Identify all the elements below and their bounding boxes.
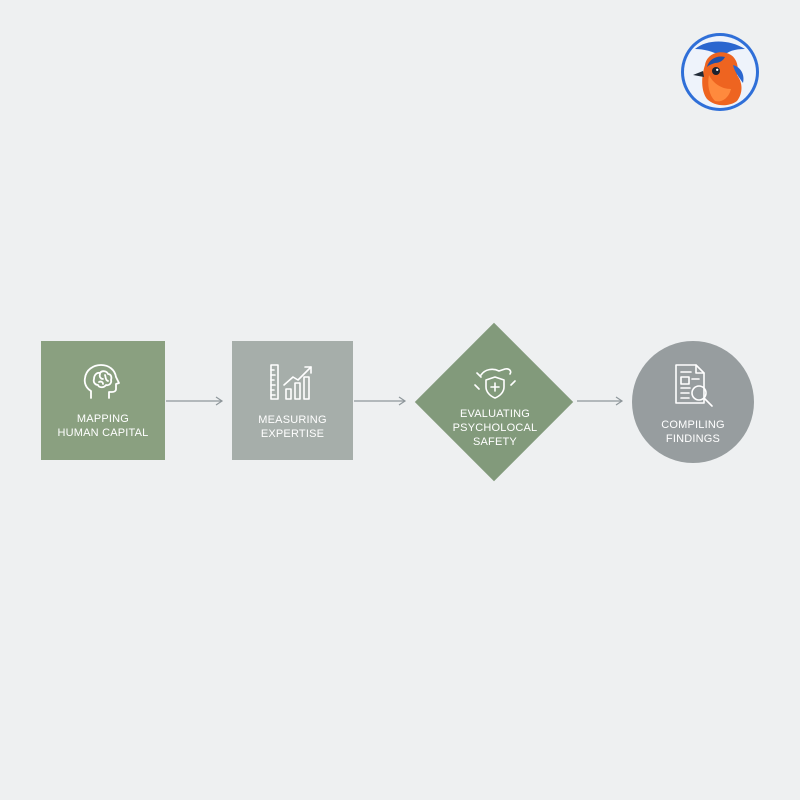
document-magnifier-icon	[668, 362, 718, 410]
step-label: MEASURING EXPERTISE	[258, 413, 327, 440]
shield-hands-icon	[471, 363, 519, 401]
arrow-1-head	[215, 396, 224, 406]
step-evaluating-psychological-safety: EVALUATING PSYCHOLOCAL SAFETY	[414, 322, 576, 482]
step-compiling-findings: COMPILING FINDINGS	[632, 341, 754, 463]
brain-head-icon	[81, 362, 125, 402]
ruler-chart-icon	[267, 361, 319, 403]
step-measuring-expertise: MEASURING EXPERTISE	[232, 341, 353, 460]
step-label: MAPPING HUMAN CAPITAL	[57, 412, 149, 439]
step-label: COMPILING FINDINGS	[661, 419, 725, 445]
step-label: EVALUATING PSYCHOLOCAL SAFETY	[452, 408, 538, 448]
arrow-3-head	[615, 396, 624, 406]
bird-logo-icon	[679, 31, 761, 113]
step-mapping-human-capital: MAPPING HUMAN CAPITAL	[41, 341, 165, 460]
arrow-2-head	[398, 396, 407, 406]
